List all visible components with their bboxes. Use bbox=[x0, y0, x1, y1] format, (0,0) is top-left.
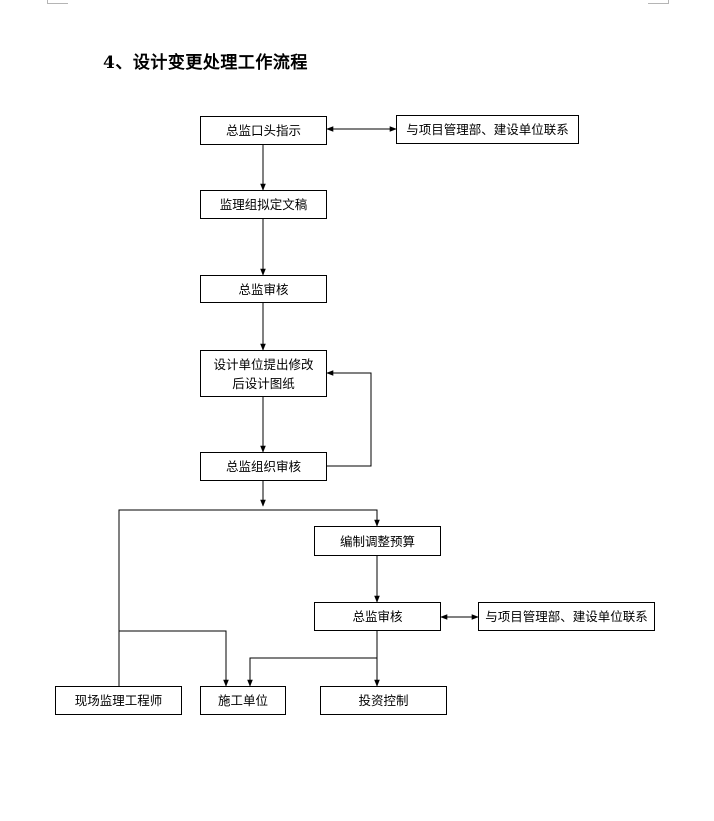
page-corner-mark-right bbox=[648, 0, 669, 4]
node-label-line2: 后设计图纸 bbox=[232, 375, 295, 391]
node-label: 总监组织审核 bbox=[225, 459, 301, 474]
node-label: 编制调整预算 bbox=[339, 533, 415, 549]
node-label-line1: 设计单位提出修改 bbox=[213, 356, 314, 372]
node-construction-unit: 施工单位 bbox=[200, 686, 286, 715]
connector-n7-n9 bbox=[247, 657, 377, 687]
node-label: 总监口头指示 bbox=[225, 123, 301, 138]
node-contact-management-bottom: 与项目管理部、建设单位联系 bbox=[478, 602, 655, 631]
node-label: 与项目管理部、建设单位联系 bbox=[406, 122, 569, 137]
node-contact-management-top: 与项目管理部、建设单位联系 bbox=[396, 115, 579, 144]
node-organize-review: 总监组织审核 bbox=[200, 452, 327, 481]
node-chief-review-1: 总监审核 bbox=[200, 275, 327, 303]
node-label: 总监审核 bbox=[352, 609, 403, 624]
node-draft-document: 监理组拟定文稿 bbox=[200, 190, 327, 219]
page-corner-mark-left bbox=[47, 0, 68, 4]
node-label: 总监审核 bbox=[238, 281, 289, 297]
node-chief-review-2: 总监审核 bbox=[314, 602, 441, 631]
node-label: 施工单位 bbox=[217, 693, 268, 708]
node-design-revision: 设计单位提出修改 后设计图纸 bbox=[200, 350, 327, 397]
node-label: 与项目管理部、建设单位联系 bbox=[485, 609, 648, 624]
connector-n8-n9 bbox=[119, 630, 229, 687]
node-label: 投资控制 bbox=[358, 693, 409, 708]
node-investment-control: 投资控制 bbox=[320, 686, 447, 715]
section-heading: 4、设计变更处理工作流程 bbox=[103, 53, 308, 73]
node-label: 现场监理工程师 bbox=[74, 693, 163, 708]
connector-n5-loop-n4 bbox=[326, 370, 372, 467]
node-label: 监理组拟定文稿 bbox=[219, 197, 308, 212]
node-verbal-instruction: 总监口头指示 bbox=[200, 116, 327, 145]
node-site-supervisor: 现场监理工程师 bbox=[55, 686, 182, 715]
connector-branch-horizontal bbox=[118, 509, 380, 686]
node-adjust-budget: 编制调整预算 bbox=[314, 526, 441, 556]
